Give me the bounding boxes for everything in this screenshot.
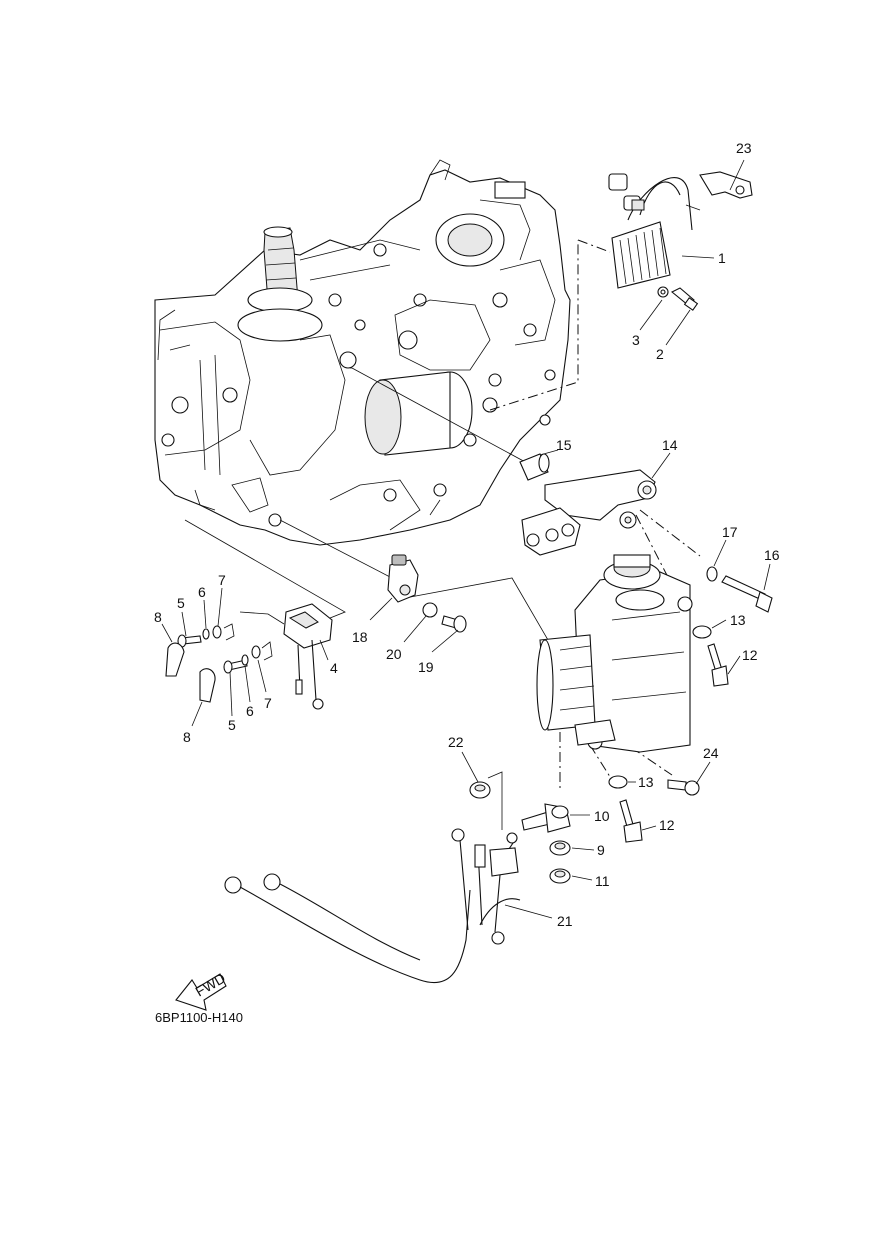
bracket-part-14: [521, 469, 657, 556]
callout-5b: 5: [228, 717, 236, 733]
starter-motor: [536, 554, 693, 753]
callout-13b: 13: [638, 774, 654, 790]
callout-4: 4: [330, 660, 338, 676]
nut-part-9: [549, 840, 571, 856]
callout-2: 2: [656, 346, 664, 362]
callout-10: 10: [594, 808, 610, 824]
callout-23: 23: [736, 140, 752, 156]
callout-1: 1: [718, 250, 726, 266]
callout-12a: 12: [742, 647, 758, 663]
relay-part-4: [283, 603, 333, 710]
callout-13a: 13: [730, 612, 746, 628]
diagram-code: 6BP1100-H140: [155, 1010, 243, 1025]
callout-6b: 6: [246, 703, 254, 719]
callout-8a: 8: [154, 609, 162, 625]
nut-part-22: [469, 781, 491, 799]
engine-block-illustration: [154, 159, 571, 546]
washer-part-3: [657, 286, 669, 298]
callout-7a: 7: [218, 572, 226, 588]
callout-20: 20: [386, 646, 402, 662]
fwd-arrow: FWD: [175, 970, 228, 1011]
callout-6a: 6: [198, 584, 206, 600]
screw-part-5a: [177, 634, 202, 648]
washer-part-13b: [608, 775, 628, 789]
callout-19: 19: [418, 659, 434, 675]
washer-part-7b: [251, 641, 273, 661]
screw-part-24: [667, 779, 700, 796]
callout-5a: 5: [177, 595, 185, 611]
callout-9: 9: [597, 842, 605, 858]
callout-11: 11: [595, 873, 610, 889]
collar-part-15: [519, 453, 550, 481]
washer-part-13a: [692, 625, 712, 639]
bolt-part-12a: [707, 643, 729, 687]
callout-3: 3: [632, 332, 640, 348]
callout-17: 17: [722, 524, 738, 540]
callout-7b: 7: [264, 695, 272, 711]
rectifier-regulator-part-1: [608, 173, 693, 289]
bolt-part-16: [721, 575, 773, 613]
cap-part-8a: [165, 642, 185, 677]
callout-8b: 8: [183, 729, 191, 745]
battery-cable-part-21: [224, 828, 521, 984]
callout-18: 18: [352, 629, 368, 645]
callout-16: 16: [764, 547, 780, 563]
bolt-part-19: [441, 615, 467, 633]
washer-part-6a: [202, 628, 210, 640]
callout-12b: 12: [659, 817, 675, 833]
bolt-part-2: [670, 287, 699, 311]
callout-labels: 1 2 3 4 5 5 6 6 7 7 8 8 9 10 11 12 12 13: [154, 140, 780, 929]
callout-15: 15: [556, 437, 572, 453]
lock-washer-part-11: [549, 868, 571, 884]
callout-21: 21: [557, 913, 573, 929]
clip-part-23: [699, 171, 753, 199]
holder-part-18: [387, 554, 419, 603]
washer-part-17: [706, 566, 718, 582]
cap-part-8b: [199, 668, 216, 703]
terminal-part-10: [521, 803, 571, 833]
washer-part-7a: [212, 623, 235, 641]
callout-14: 14: [662, 437, 678, 453]
bolt-part-12b: [619, 799, 643, 843]
callout-22: 22: [448, 734, 464, 750]
washer-part-6b: [241, 654, 249, 666]
callout-24: 24: [703, 745, 719, 761]
washer-part-20: [422, 602, 438, 618]
